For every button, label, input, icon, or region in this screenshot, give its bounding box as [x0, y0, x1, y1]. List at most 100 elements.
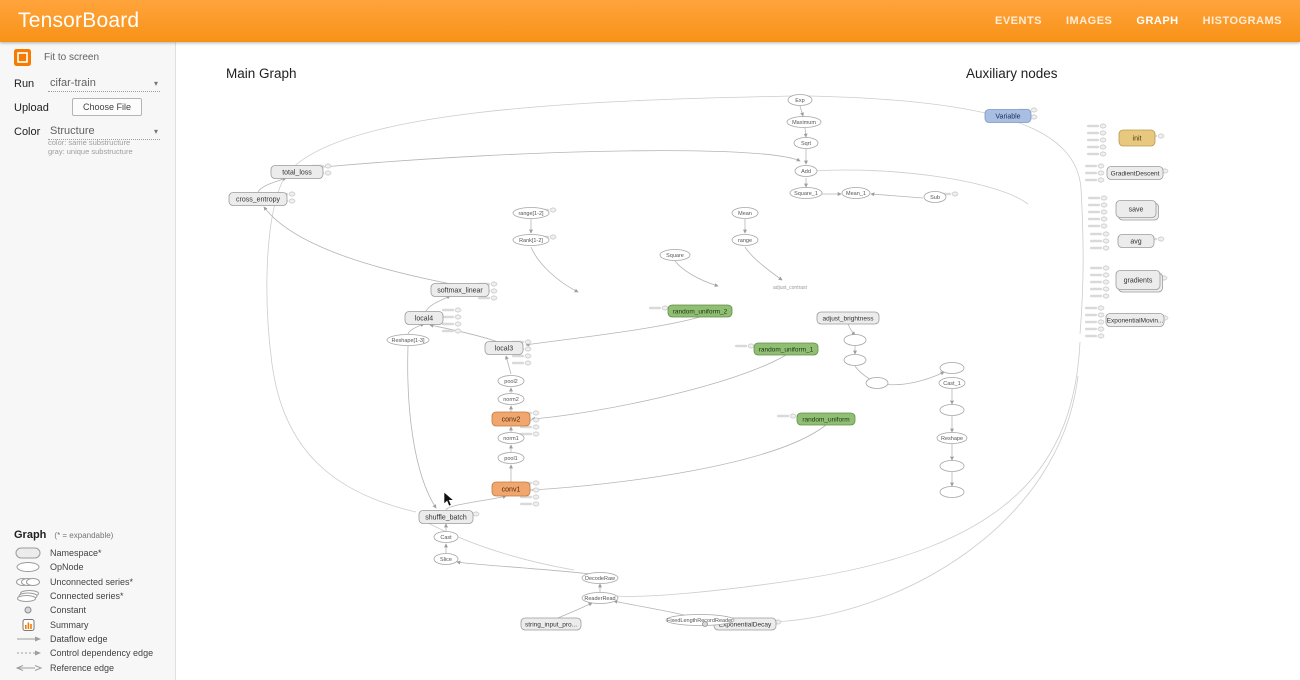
svg-text:Exp: Exp [795, 98, 804, 104]
graph-node-gradientdescent[interactable]: GradientDescent [1106, 166, 1164, 180]
graph-node-reshape[interactable]: Reshape [936, 432, 968, 444]
annotation-label [1085, 334, 1097, 338]
graph-node-variable[interactable]: Variable [984, 109, 1032, 123]
svg-text:ExponentialMovin...: ExponentialMovin... [1107, 317, 1164, 324]
graph-node-norm1[interactable]: norm1 [497, 432, 525, 444]
graph-node-norm2[interactable]: norm2 [497, 393, 525, 405]
graph-node-readerread[interactable]: ReaderRead [581, 592, 619, 604]
graph-node-range[interactable]: range [731, 234, 759, 246]
choose-file-button[interactable]: Choose File [72, 98, 143, 116]
svg-text:local3: local3 [495, 345, 513, 352]
nav-tab-images[interactable]: IMAGES [1066, 15, 1113, 27]
graph-node-reshape-1-3[interactable]: Reshape[1-3] [386, 334, 430, 346]
graph-node-conv1[interactable]: conv1 [491, 481, 531, 497]
graph-node-op-node[interactable] [865, 377, 889, 389]
graph-node-op-node[interactable] [939, 460, 965, 472]
graph-edge [674, 260, 719, 287]
legend-title: Graph(* = expandable) [14, 529, 114, 541]
annotation-label [1088, 196, 1100, 200]
graph-node-decoderaw[interactable]: DecodeRaw [581, 572, 619, 584]
graph-node-exp[interactable]: Exp [787, 94, 813, 106]
graph-node-square[interactable]: Square [659, 249, 691, 261]
svg-text:ReaderRead: ReaderRead [584, 596, 615, 602]
annotation-node [1097, 163, 1105, 169]
annotation-node [951, 191, 959, 197]
annotation-node [1157, 236, 1165, 242]
annotation-node [1030, 107, 1038, 113]
graph-node-pool1[interactable]: pool1 [497, 452, 525, 464]
graph-node-maximum[interactable]: Maximum [786, 116, 822, 128]
graph-node-avg[interactable]: avg [1117, 234, 1155, 248]
annotation-node [1100, 216, 1108, 222]
graph-node-string-input-pro[interactable]: string_input_pro... [520, 617, 582, 631]
graph-edge [530, 246, 579, 293]
svg-text:norm1: norm1 [503, 436, 519, 442]
graph-node-random-uniform[interactable]: random_uniform [796, 412, 856, 426]
graph-node-conv2[interactable]: conv2 [491, 411, 531, 427]
graph-node-random-uniform-1[interactable]: random_uniform_1 [753, 342, 819, 356]
graph-node-gradients[interactable]: gradients [1115, 270, 1163, 293]
color-select[interactable]: Structure ▾ [48, 124, 160, 140]
svg-text:Variable: Variable [995, 113, 1020, 120]
annotation-node [532, 501, 540, 507]
graph-node-range-1-2[interactable]: range[1-2] [512, 207, 550, 219]
graph-node-sub[interactable]: Sub [923, 191, 947, 203]
graph-node-op-node[interactable] [939, 362, 965, 374]
graph-node-mean[interactable]: Mean [731, 207, 759, 219]
graph-node-softmax-linear[interactable]: softmax_linear [430, 283, 490, 297]
graph-node-slice[interactable]: Slice [433, 553, 459, 565]
graph-node-shuffle-batch[interactable]: shuffle_batch [418, 510, 474, 524]
nav-tab-events[interactable]: EVENTS [994, 15, 1042, 27]
annotation-label [1090, 246, 1102, 250]
annotation-label [1085, 164, 1097, 168]
graph-node-init[interactable]: init [1118, 129, 1156, 147]
graph-node-cast-1[interactable]: Cast_1 [938, 377, 966, 389]
graph-node-local3[interactable]: local3 [484, 341, 524, 355]
graph-node-local4[interactable]: local4 [404, 311, 444, 325]
legend-subtitle: (* = expandable) [54, 531, 114, 540]
graph-edge [425, 521, 575, 571]
graph-node-op-node[interactable] [843, 334, 867, 346]
legend-item-summary: Summary [14, 617, 175, 631]
annotation-node [1099, 144, 1107, 150]
graph-node-square-1[interactable]: Square_1 [789, 187, 823, 199]
svg-text:Slice: Slice [440, 557, 452, 563]
graph-node-mean-1[interactable]: Mean_1 [841, 187, 871, 199]
graph-node-adjust-brightness[interactable]: adjust_brightness [816, 311, 880, 325]
annotation-node [1102, 293, 1110, 299]
svg-text:Reshape[1-3]: Reshape[1-3] [391, 338, 424, 344]
graph-node-random-uniform-2[interactable]: random_uniform_2 [667, 304, 733, 318]
annotation-node [490, 281, 498, 287]
graph-node-op-node[interactable] [939, 486, 965, 498]
graph-node-sqrt[interactable]: Sqrt [793, 137, 819, 149]
annotation-node [1099, 130, 1107, 136]
graph-node-cross-entropy[interactable]: cross_entropy [228, 192, 288, 206]
main-graph-svg[interactable]: total_loss cross_entropy softmax_linearloc… [176, 42, 1300, 680]
run-select[interactable]: cifar-train ▾ [48, 76, 160, 92]
graph-edge [811, 169, 1029, 205]
graph-node-fixedlengthrecordreader[interactable]: FixedLengthRecordReader [665, 614, 735, 626]
annotation-node [1102, 265, 1110, 271]
annotation-label [520, 432, 532, 436]
graph-node-op-node[interactable] [939, 404, 965, 416]
graph-edge [407, 345, 437, 509]
svg-text:string_input_pro...: string_input_pro... [525, 621, 577, 628]
graph-node-pool2[interactable]: pool2 [497, 375, 525, 387]
graph-node-rank-1-2[interactable]: Rank[1-2] [512, 234, 550, 246]
graph-node-cast[interactable]: Cast [433, 531, 459, 543]
dataflow-edge-icon [14, 632, 50, 646]
graph-node-op-node[interactable] [843, 354, 867, 366]
annotation-node [454, 328, 462, 334]
graph-node-add[interactable]: Add [794, 165, 818, 177]
graph-node-total-loss[interactable]: total_loss [270, 165, 324, 179]
legend-item-constant: Constant [14, 603, 175, 617]
graph-node-exponentialmovin[interactable]: ExponentialMovin... [1105, 313, 1165, 327]
nav-tab-graph[interactable]: GRAPH [1136, 15, 1179, 27]
nav-tab-histograms[interactable]: HISTOGRAMS [1202, 15, 1282, 27]
graph-node-save[interactable]: save [1115, 200, 1159, 221]
fit-to-screen-icon[interactable] [14, 49, 31, 66]
fit-to-screen-label: Fit to screen [44, 52, 100, 63]
graph-node-op-node[interactable] [702, 621, 708, 627]
